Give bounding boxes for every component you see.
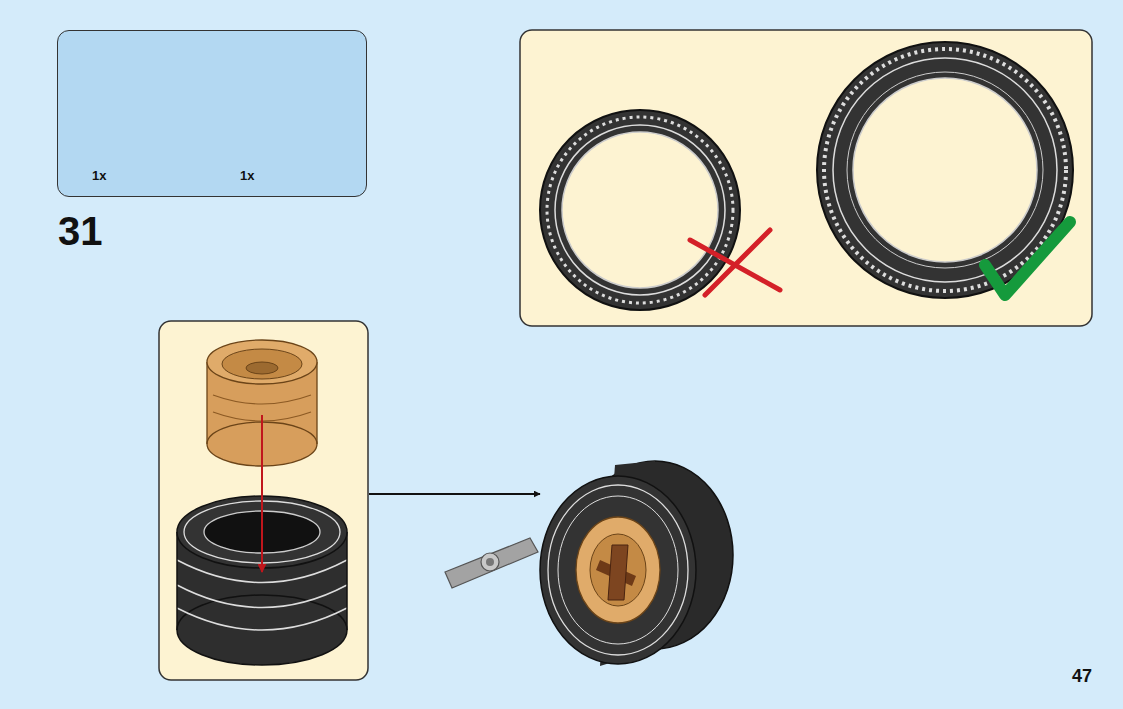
comparison-panel: [520, 30, 1092, 326]
part-quantity: 1x: [92, 168, 106, 183]
wrong-tire: [540, 110, 740, 310]
subassembly-panel: [159, 321, 368, 680]
finished-wheel: [445, 461, 733, 666]
page-number: 47: [1072, 667, 1092, 685]
parts-list-box: 1x 1x: [57, 30, 367, 197]
correct-mark: [985, 222, 1070, 295]
correct-tire: [817, 42, 1073, 298]
wrong-mark: [690, 230, 780, 295]
step-number: 31: [58, 211, 103, 251]
step-arrow: [369, 493, 540, 495]
part-quantity: 1x: [240, 168, 254, 183]
insert-arrow: [261, 415, 263, 572]
